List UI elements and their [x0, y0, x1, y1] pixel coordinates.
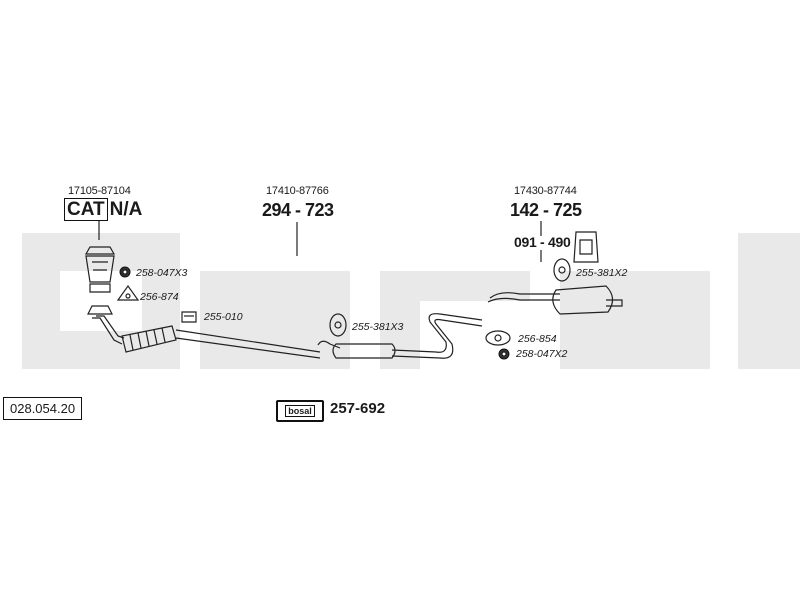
bosal-logo-badge: bosal [276, 400, 324, 422]
rear-silencer [487, 285, 623, 315]
oem-number-front: 17105-87104 [68, 185, 131, 197]
hanger-bracket [573, 231, 599, 263]
gasket-triangle-icon [116, 284, 140, 301]
clamp-icon [181, 311, 197, 323]
down-pipe [87, 305, 125, 345]
front-pipe [175, 329, 321, 359]
rubber-mount-middle [329, 313, 347, 337]
cat-badge: CAT [64, 198, 108, 221]
part-number-rear: 142 - 725 [510, 200, 582, 220]
oem-number-middle: 17410-87766 [266, 185, 329, 197]
part-number-hanger: 091 - 490 [514, 234, 571, 250]
part-label-gasket-front: 256-874 [140, 291, 179, 303]
middle-silencer [317, 340, 396, 359]
catalytic-converter [84, 246, 116, 293]
gasket-oval-icon [485, 330, 511, 346]
part-label-mount-rear: 255-381X2 [576, 267, 628, 279]
catalog-reference: 028.054.20 [3, 397, 83, 420]
intermediate-pipe [391, 313, 483, 359]
oem-number-rear: 17430-87744 [514, 185, 577, 197]
cat-suffix: N/A [109, 199, 143, 220]
part-label-gasket-rear: 256-854 [518, 333, 557, 345]
kit-number: 257-692 [330, 400, 386, 417]
part-label-clamp: 255-010 [204, 311, 243, 323]
part-label-mount-middle: 255-381X3 [352, 321, 404, 333]
flex-pipe [121, 325, 177, 353]
part-label-nut-rear: 258-047X2 [516, 348, 568, 360]
part-label-nut-front: 258-047X3 [136, 267, 188, 279]
part-number-middle: 294 - 723 [262, 200, 334, 220]
rubber-mount-rear [553, 258, 571, 282]
